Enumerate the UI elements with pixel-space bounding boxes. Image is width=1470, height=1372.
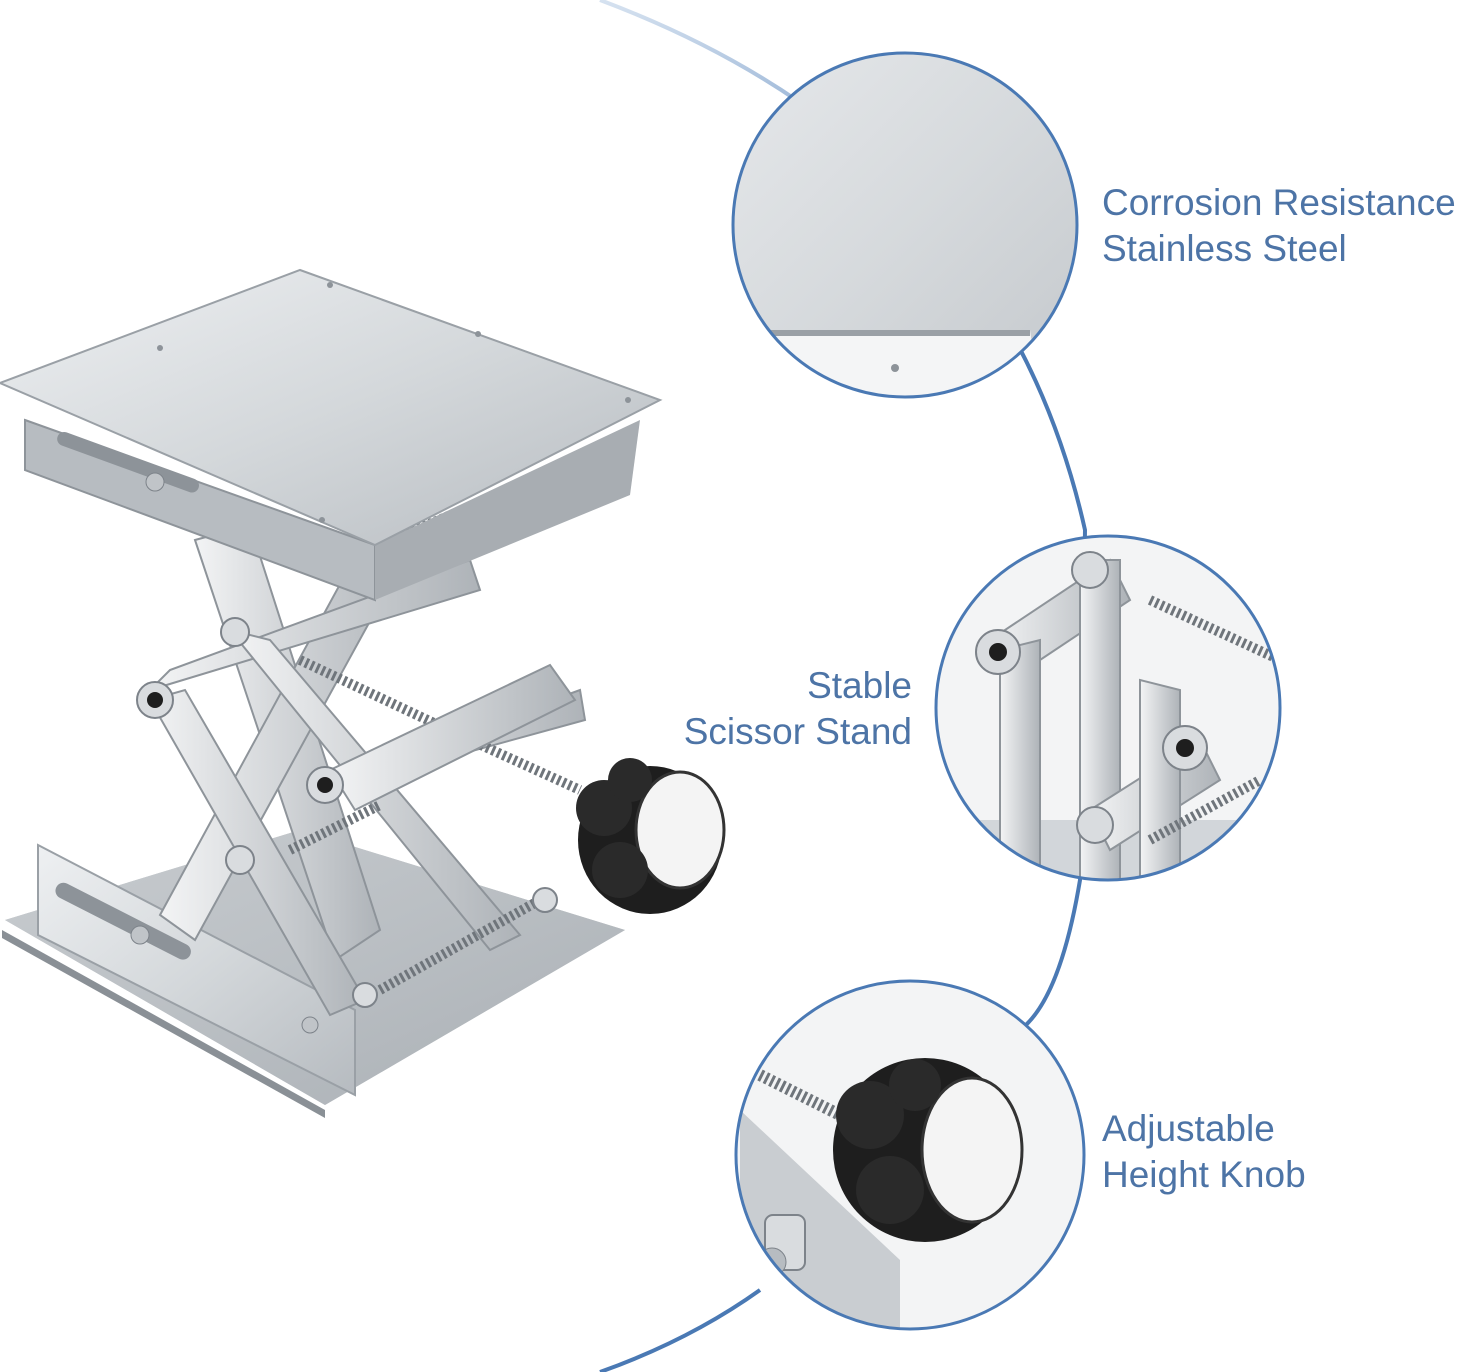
feature-label-line1: Stable	[807, 665, 912, 706]
feature-label-line1: Corrosion Resistance	[1102, 182, 1456, 223]
feature-label-knob: Adjustable Height Knob	[1102, 1106, 1306, 1198]
feature-label-line2: Stainless Steel	[1102, 228, 1347, 269]
feature-label-line1: Adjustable	[1102, 1108, 1275, 1149]
feature-label-line2: Height Knob	[1102, 1154, 1306, 1195]
brushed-steel-closeup-icon	[731, 51, 1079, 399]
height-knob-icon	[576, 758, 726, 914]
scissor-joint-closeup-icon	[934, 534, 1282, 882]
feature-label-corrosion: Corrosion Resistance Stainless Steel	[1102, 180, 1456, 272]
feature-label-line2: Scissor Stand	[683, 711, 912, 752]
feature-label-scissor: Stable Scissor Stand	[640, 663, 912, 755]
lab-scissor-jack-icon	[0, 268, 726, 1118]
knob-closeup-icon	[734, 979, 1086, 1331]
connector-arc	[599, 0, 1088, 1372]
